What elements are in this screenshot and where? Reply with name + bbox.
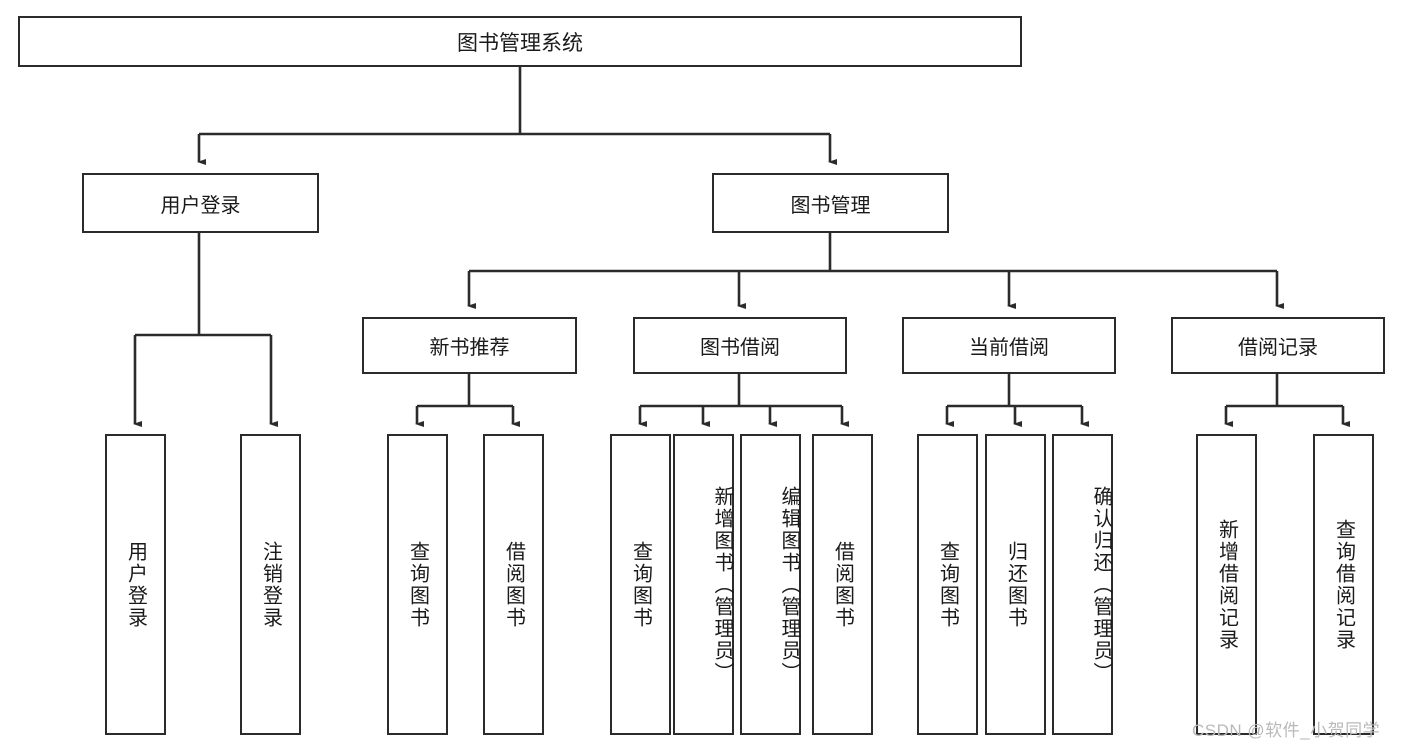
leaf-query-borrow-record[interactable]: 查询借阅记录 bbox=[1313, 434, 1374, 735]
leaf-confirm-return-admin-label: 确认归还（管理员） bbox=[1090, 485, 1112, 684]
leaf-query-book-borrow-label: 查询图书 bbox=[629, 540, 652, 629]
leaf-query-book-borrow[interactable]: 查询图书 bbox=[610, 434, 671, 735]
leaf-add-book-admin-label: 新增图书（管理员） bbox=[711, 485, 733, 684]
node-root[interactable]: 图书管理系统 bbox=[18, 16, 1022, 67]
node-user-login-label: 用户登录 bbox=[160, 194, 241, 217]
node-borrow-records[interactable]: 借阅记录 bbox=[1171, 317, 1385, 374]
node-borrow-records-label: 借阅记录 bbox=[1238, 337, 1318, 359]
node-root-label: 图书管理系统 bbox=[457, 31, 583, 55]
leaf-add-borrow-record[interactable]: 新增借阅记录 bbox=[1196, 434, 1257, 735]
leaf-borrow-book-label: 借阅图书 bbox=[831, 540, 854, 629]
node-current-borrow-label: 当前借阅 bbox=[969, 337, 1049, 359]
node-new-book-recommend-label: 新书推荐 bbox=[429, 337, 510, 359]
leaf-user-login-label: 用户登录 bbox=[124, 540, 147, 629]
leaf-add-borrow-record-label: 新增借阅记录 bbox=[1215, 518, 1238, 651]
leaf-return-book[interactable]: 归还图书 bbox=[985, 434, 1046, 735]
node-book-management-label: 图书管理 bbox=[790, 194, 871, 217]
leaf-logout[interactable]: 注销登录 bbox=[240, 434, 301, 735]
leaf-add-book-admin[interactable]: 新增图书（管理员） bbox=[673, 434, 734, 735]
leaf-logout-label: 注销登录 bbox=[259, 540, 282, 629]
leaf-user-login[interactable]: 用户登录 bbox=[105, 434, 166, 735]
leaf-query-book-recommend[interactable]: 查询图书 bbox=[387, 434, 448, 735]
leaf-edit-book-admin-label: 编辑图书（管理员） bbox=[778, 485, 800, 684]
node-book-borrow-label: 图书借阅 bbox=[700, 337, 780, 359]
leaf-return-book-label: 归还图书 bbox=[1004, 540, 1027, 629]
node-user-login[interactable]: 用户登录 bbox=[82, 173, 319, 233]
leaf-query-book-current-label: 查询图书 bbox=[936, 540, 959, 629]
leaf-query-book-recommend-label: 查询图书 bbox=[406, 540, 429, 629]
node-current-borrow[interactable]: 当前借阅 bbox=[902, 317, 1116, 374]
node-new-book-recommend[interactable]: 新书推荐 bbox=[362, 317, 577, 374]
leaf-query-book-current[interactable]: 查询图书 bbox=[917, 434, 978, 735]
leaf-confirm-return-admin[interactable]: 确认归还（管理员） bbox=[1052, 434, 1113, 735]
leaf-borrow-book[interactable]: 借阅图书 bbox=[812, 434, 873, 735]
node-book-borrow[interactable]: 图书借阅 bbox=[633, 317, 847, 374]
leaf-borrow-book-recommend[interactable]: 借阅图书 bbox=[483, 434, 544, 735]
leaf-edit-book-admin[interactable]: 编辑图书（管理员） bbox=[740, 434, 801, 735]
watermark: CSDN @软件_小贺同学 bbox=[1192, 721, 1381, 740]
leaf-borrow-book-recommend-label: 借阅图书 bbox=[502, 540, 525, 629]
node-book-management[interactable]: 图书管理 bbox=[712, 173, 949, 233]
leaf-query-borrow-record-label: 查询借阅记录 bbox=[1332, 518, 1355, 651]
